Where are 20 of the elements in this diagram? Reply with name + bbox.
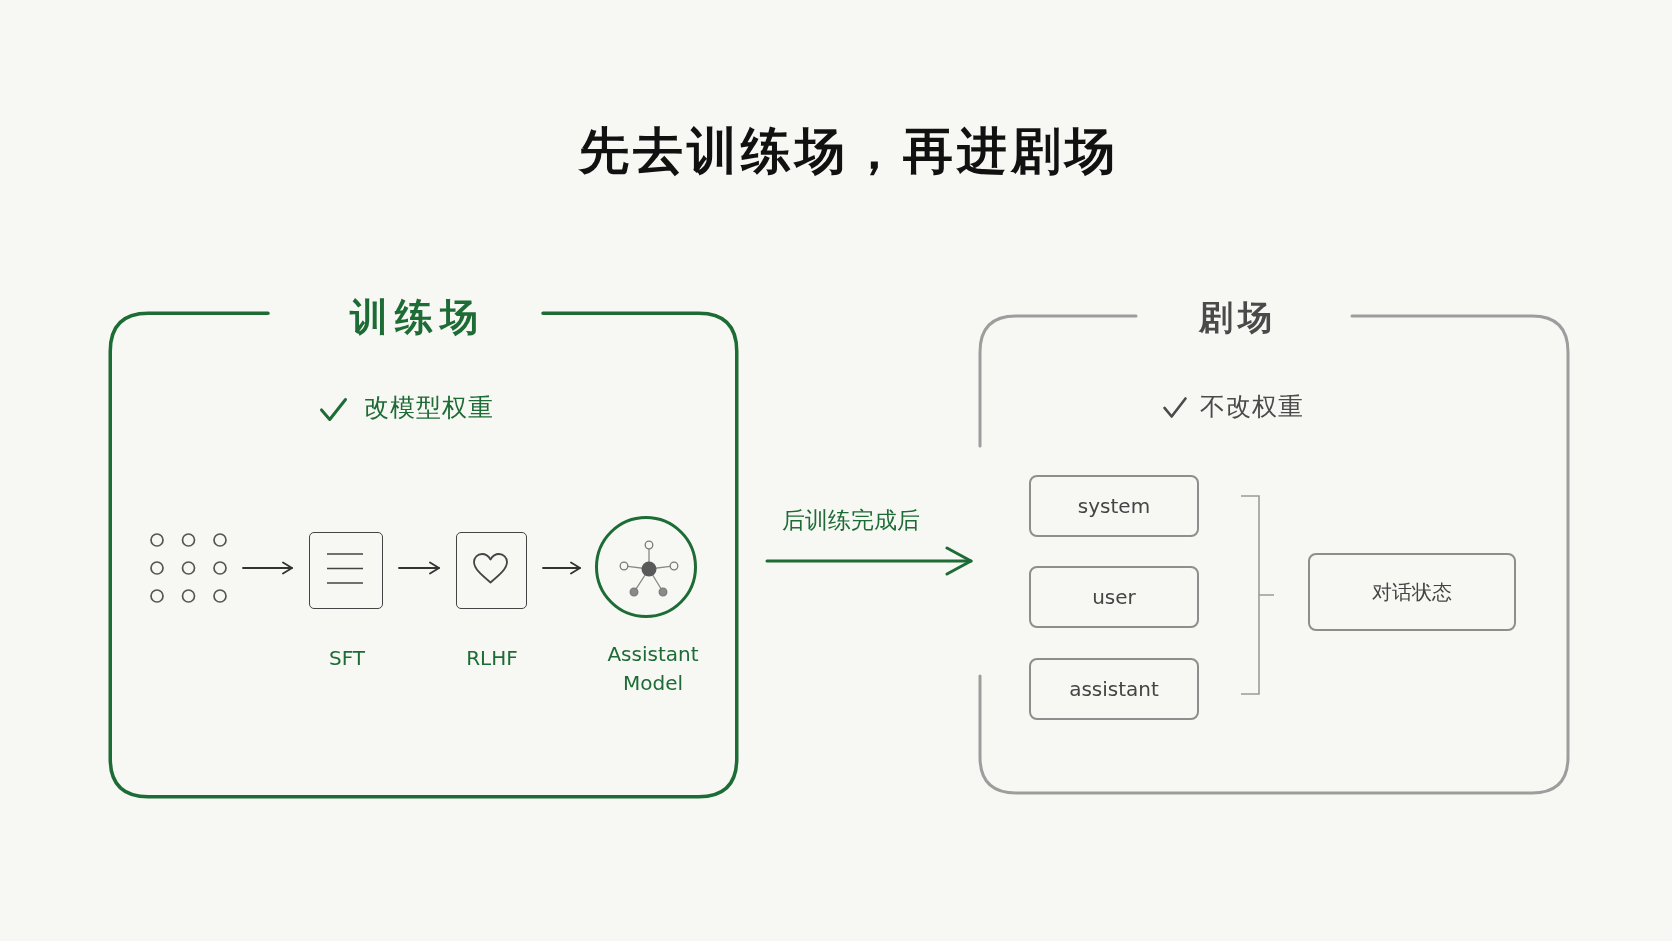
- arrow: [242, 561, 293, 575]
- arrow: [765, 546, 973, 576]
- node-label: RLHF: [466, 644, 518, 672]
- icon-box: [456, 532, 527, 609]
- arrow: [398, 561, 440, 575]
- circle: [595, 516, 697, 618]
- node-label: Assistant Model: [607, 641, 699, 697]
- arrow: [542, 561, 581, 575]
- rounded-box: system: [1029, 475, 1199, 537]
- icon-box: [309, 532, 383, 609]
- rounded-box: assistant: [1029, 658, 1199, 720]
- heading: 剧场: [1198, 298, 1277, 338]
- heading: 训练场: [350, 296, 485, 340]
- rounded-box: user: [1029, 566, 1199, 628]
- note: 改模型权重: [364, 393, 494, 423]
- dot-grid-icon: [150, 533, 227, 603]
- node-label: SFT: [328, 644, 366, 672]
- title: 先去训练场，再进剧场: [579, 123, 1119, 179]
- note: 不改权重: [1200, 392, 1304, 422]
- rounded-box: 对话状态: [1308, 553, 1516, 631]
